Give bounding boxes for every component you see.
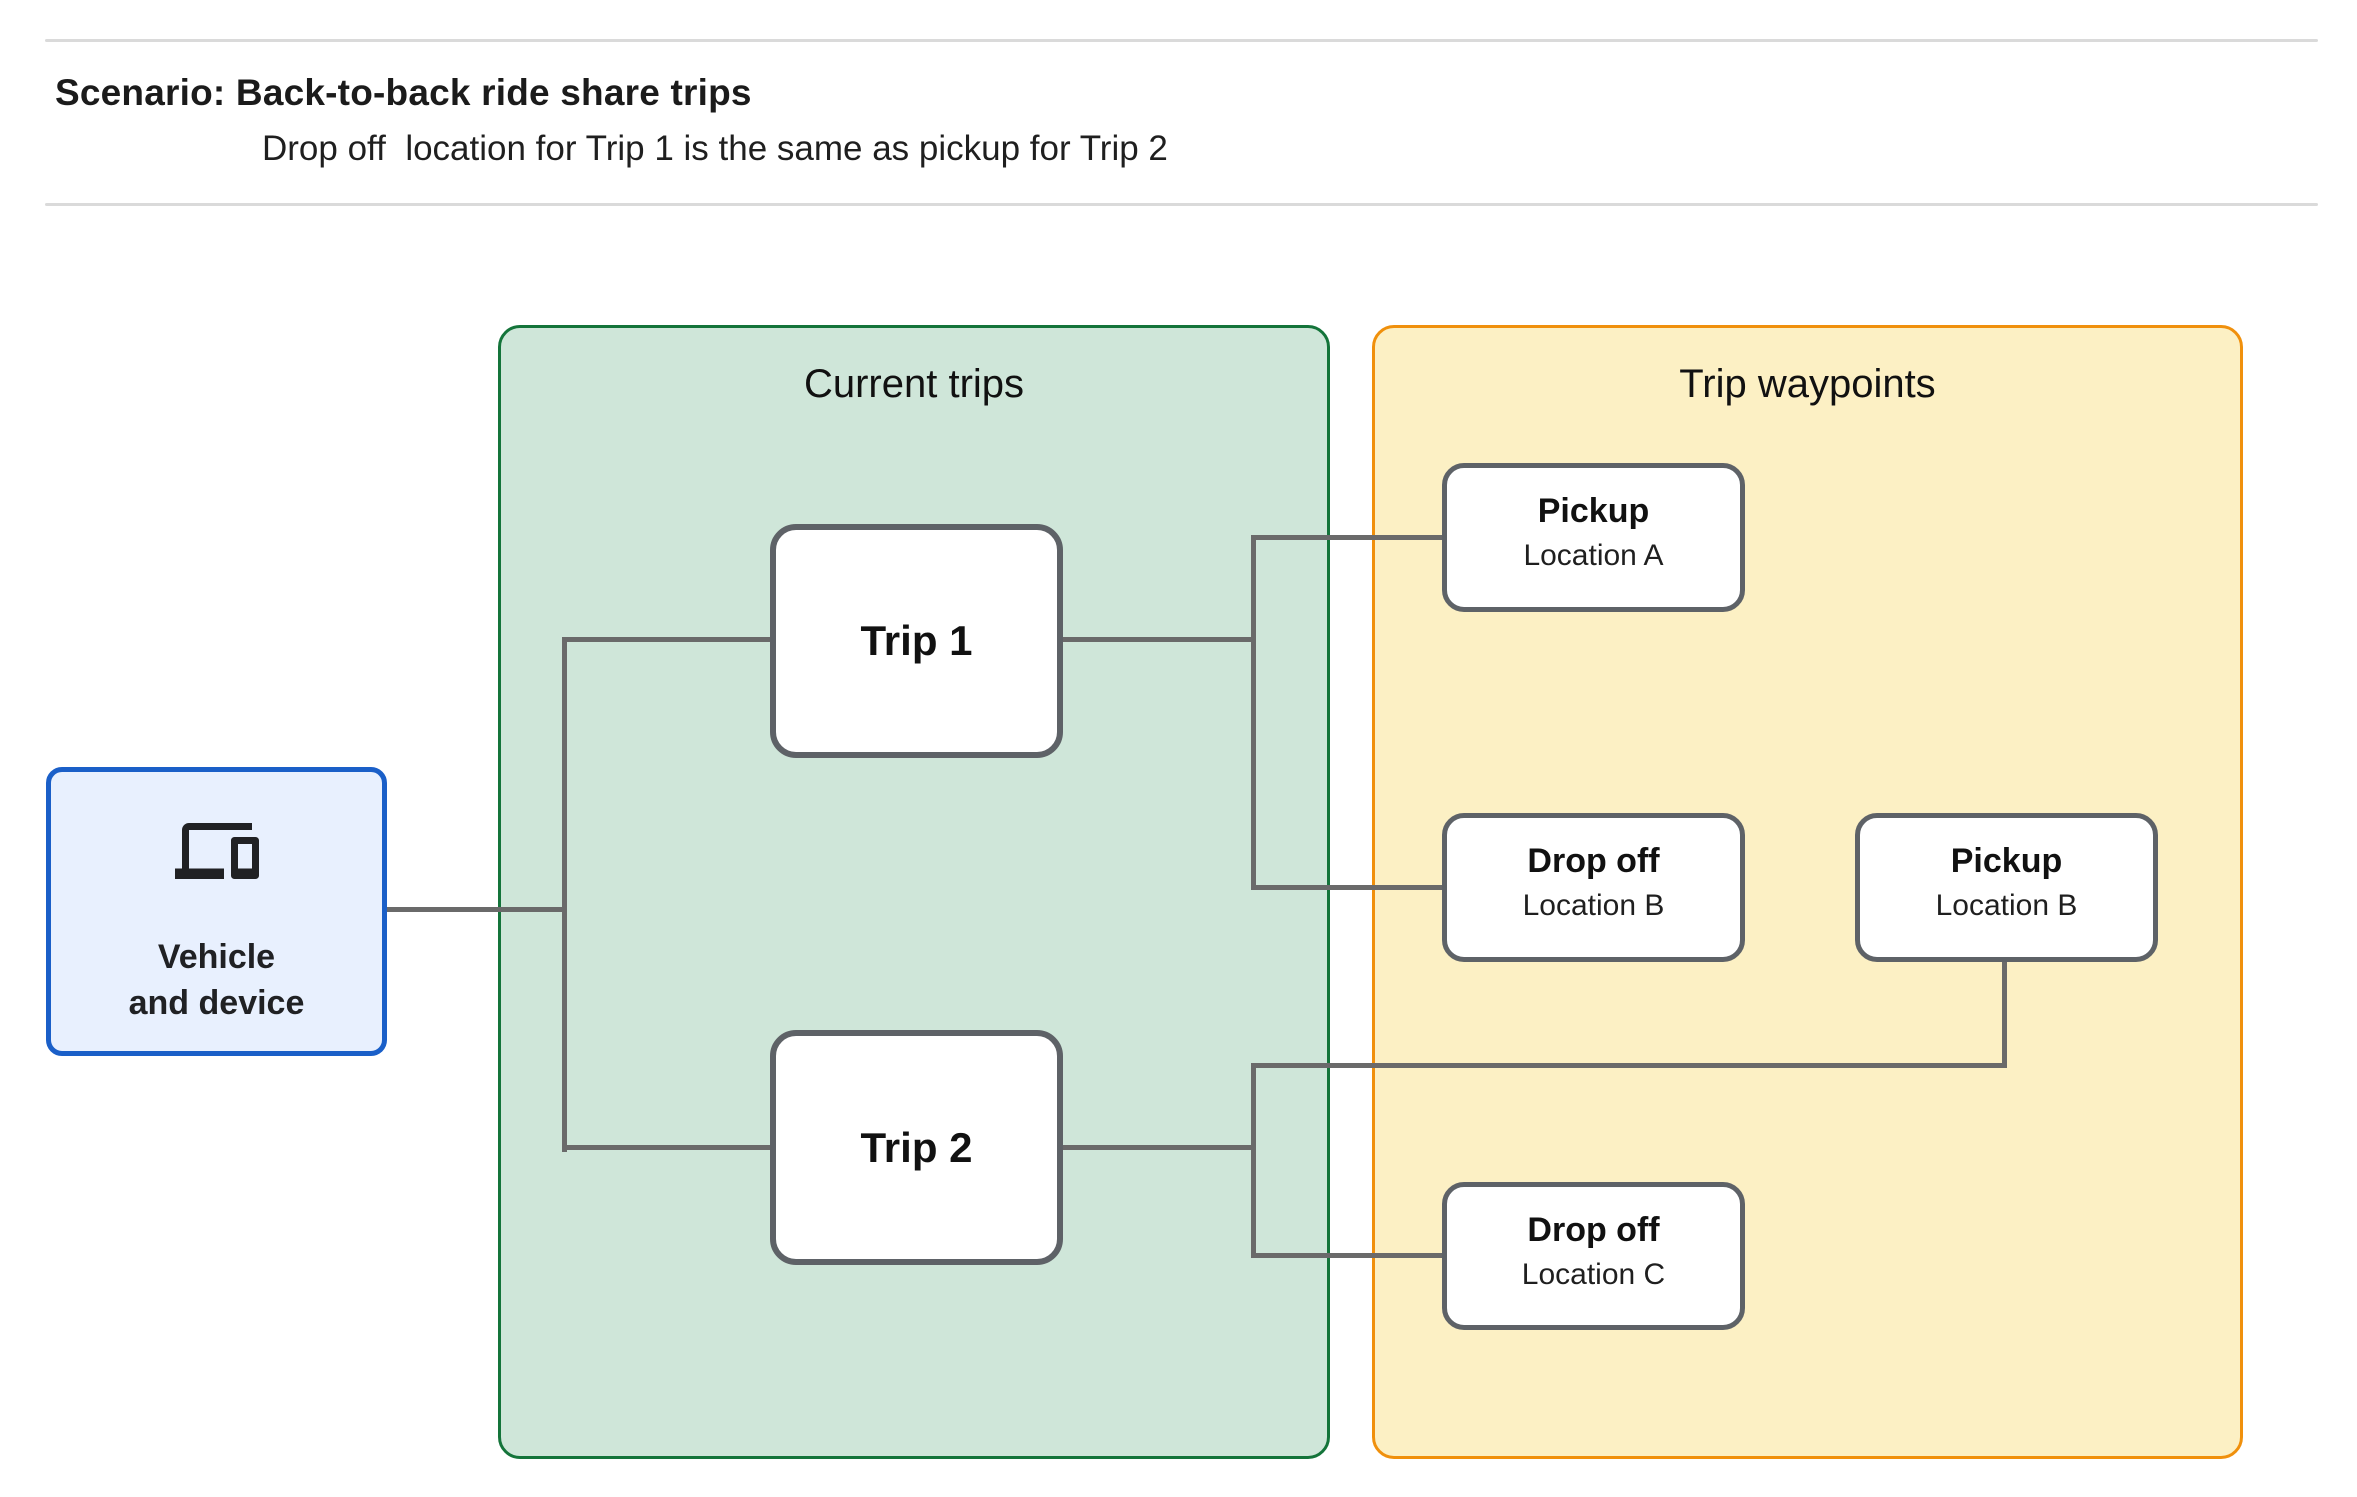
waypoint-type-label: Drop off (1527, 1211, 1660, 1249)
panel-current-trips-title: Current trips (803, 362, 1025, 406)
waypoint-pickup-location-b: Pickup Location B (1855, 813, 2158, 962)
waypoint-location-label: Location A (1523, 538, 1664, 572)
connector-vehicle-split (387, 907, 567, 912)
page-subtitle: Drop off location for Trip 1 is the same… (262, 129, 1168, 168)
page-title: Scenario: Back-to-back ride share trips (55, 72, 752, 113)
divider-top (45, 39, 2318, 42)
connector-trips-split-vertical (562, 637, 567, 1152)
vehicle-device-node: Vehicle and device (46, 767, 387, 1056)
waypoint-pickup-location-a: Pickup Location A (1442, 463, 1745, 612)
connector-to-dropoff-c (1251, 1253, 1442, 1258)
trip-1-node: Trip 1 (770, 524, 1063, 758)
waypoint-type-label: Pickup (1950, 842, 2063, 880)
waypoint-type-label: Drop off (1527, 842, 1660, 880)
divider-header-bottom (45, 203, 2318, 206)
connector-to-pickup-a (1251, 535, 1442, 540)
connector-split-to-trip2 (562, 1145, 770, 1150)
connector-trip2-out (1063, 1145, 1256, 1150)
waypoint-location-label: Location B (1522, 888, 1665, 922)
connector-pickupb-descender (2002, 958, 2007, 1068)
waypoint-type-label: Pickup (1537, 492, 1650, 530)
trip-2-label: Trip 2 (860, 1123, 973, 1171)
trip-2-node: Trip 2 (770, 1030, 1063, 1265)
waypoint-location-label: Location C (1521, 1257, 1666, 1291)
panel-trip-waypoints-title: Trip waypoints (1679, 362, 1936, 406)
connector-trip2-waypoints-vertical (1251, 1063, 1256, 1258)
vehicle-device-label: Vehicle and device (129, 935, 305, 1027)
waypoint-dropoff-location-c: Drop off Location C (1442, 1182, 1745, 1330)
connector-split-to-trip1 (562, 637, 770, 642)
connector-pickupb-horizontal (1251, 1063, 2007, 1068)
trip-1-label: Trip 1 (860, 617, 973, 664)
vehicle-label-line2: and device (128, 984, 305, 1023)
panel-current-trips: Current trips (498, 325, 1330, 1459)
connector-to-dropoff-b (1251, 885, 1442, 890)
connector-trip1-waypoints-vertical (1251, 535, 1256, 890)
devices-icon (174, 823, 259, 879)
connector-trip1-out (1063, 637, 1256, 642)
vehicle-label-line1: Vehicle (157, 938, 276, 977)
waypoint-location-label: Location B (1935, 888, 2078, 922)
waypoint-dropoff-location-b: Drop off Location B (1442, 813, 1745, 962)
